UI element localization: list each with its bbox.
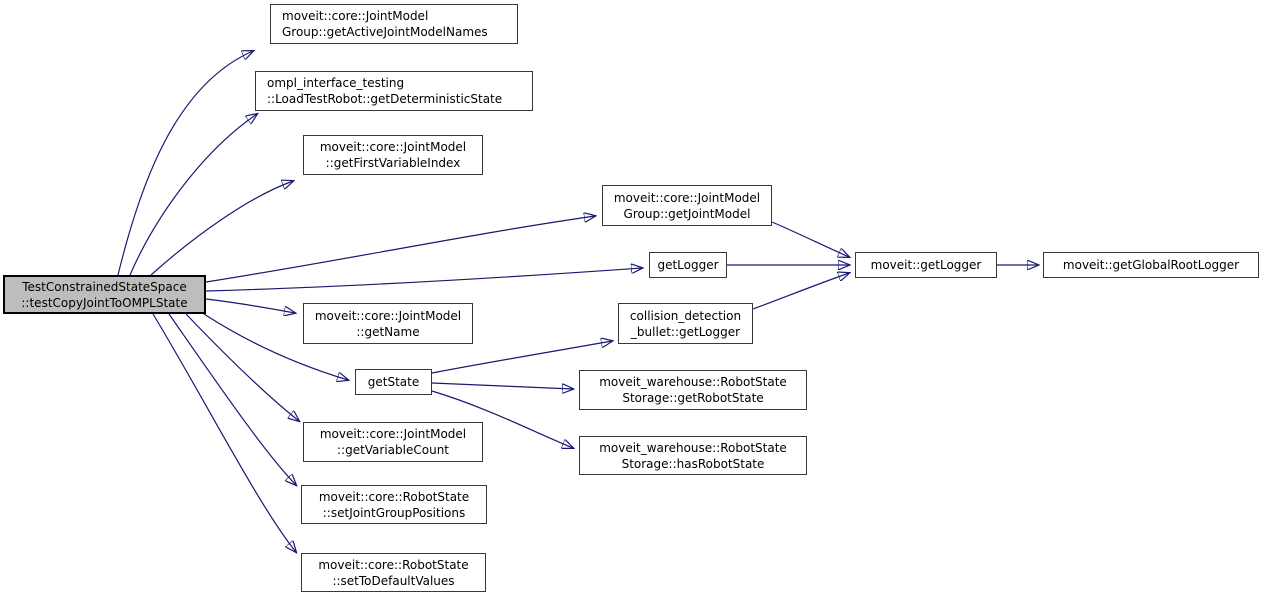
node-label-line: moveit::core::JointModel <box>613 190 761 205</box>
node-get-first-variable-index[interactable]: moveit::core::JointModel ::getFirstVaria… <box>303 135 483 175</box>
node-label-line: ::setToDefaultValues <box>332 573 455 588</box>
node-collision-detection-bullet-get-logger[interactable]: collision_detection _bullet::getLogger <box>618 303 753 344</box>
node-get-state[interactable]: getState <box>355 369 432 395</box>
node-get-variable-count[interactable]: moveit::core::JointModel ::getVariableCo… <box>303 422 483 462</box>
edge-get-joint-model-to-moveit-get-logger <box>771 221 849 257</box>
edge-root-to-get-deterministic-state <box>129 114 257 276</box>
edge-collision-bullet-get-logger-to-moveit-get-logger <box>752 273 849 310</box>
edge-get-state-to-get-robot-state <box>431 382 573 389</box>
node-label-line: ::testCopyJointToOMPLState <box>21 295 188 310</box>
edge-root-to-get-logger <box>205 268 642 292</box>
edge-root-to-get-first-variable-index <box>150 181 293 276</box>
edge-get-state-to-has-robot-state <box>431 390 573 448</box>
node-test-copy-joint-to-ompl-state: TestConstrainedStateSpace ::testCopyJoin… <box>3 275 206 314</box>
node-moveit-get-logger[interactable]: moveit::getLogger <box>855 252 997 278</box>
edge-root-to-get-name <box>205 298 295 313</box>
node-label-line: moveit::core::RobotState <box>318 489 470 504</box>
node-label-line: moveit::getGlobalRootLogger <box>1062 258 1240 272</box>
node-set-joint-group-positions[interactable]: moveit::core::RobotState ::setJointGroup… <box>301 485 487 524</box>
node-label-line: ompl_interface_testing <box>267 76 405 90</box>
node-label-line: ::setJointGroupPositions <box>322 505 466 520</box>
node-label-line: moveit_warehouse::RobotState <box>599 375 787 389</box>
edge-root-to-set-to-default-values <box>152 313 296 552</box>
node-moveit-get-global-root-logger[interactable]: moveit::getGlobalRootLogger <box>1043 252 1259 278</box>
node-label-line: ::getName <box>356 324 420 339</box>
node-label-line: ::getVariableCount <box>336 443 449 457</box>
node-label-line: moveit::core::JointModel <box>319 427 467 441</box>
node-label-line: moveit_warehouse::RobotState <box>599 440 787 455</box>
node-get-name[interactable]: moveit::core::JointModel ::getName <box>303 303 473 344</box>
node-label-line: moveit::core::JointModel <box>319 140 467 154</box>
node-has-robot-state[interactable]: moveit_warehouse::RobotState Storage::ha… <box>579 436 807 475</box>
node-label-line: collision_detection <box>629 308 742 323</box>
node-label-line: moveit::core::RobotState <box>318 557 469 572</box>
node-label-line: ::getFirstVariableIndex <box>325 156 461 170</box>
node-get-logger[interactable]: getLogger <box>649 252 727 278</box>
node-label-line: moveit::core::JointModel <box>314 308 462 323</box>
node-get-active-joint-model-names[interactable]: moveit::core::JointModel Group::getActiv… <box>270 4 518 44</box>
edge-root-to-get-joint-model <box>205 216 595 283</box>
node-label-line: getState <box>367 375 420 389</box>
node-set-to-default-values[interactable]: moveit::core::RobotState ::setToDefaultV… <box>301 553 486 592</box>
edge-get-state-to-collision-bullet-get-logger <box>431 341 612 374</box>
node-label-line: ::LoadTestRobot::getDeterministicState <box>267 92 503 106</box>
node-label-line: Group::getJointModel <box>623 206 751 221</box>
node-label-line: getLogger <box>657 258 719 272</box>
edge-root-to-get-variable-count <box>185 313 299 421</box>
node-label-line: moveit::core::JointModel <box>282 9 429 23</box>
node-label-line: TestConstrainedStateSpace <box>22 279 187 294</box>
edge-root-to-set-joint-group-positions <box>168 313 296 485</box>
node-get-robot-state[interactable]: moveit_warehouse::RobotState Storage::ge… <box>579 370 807 410</box>
node-label-line: Storage::hasRobotState <box>621 456 765 471</box>
node-label-line: Storage::getRobotState <box>622 391 764 405</box>
edge-root-to-get-state <box>203 313 348 380</box>
node-label-line: Group::getActiveJointModelNames <box>282 25 488 39</box>
node-label-line: moveit::getLogger <box>870 258 982 272</box>
node-label-line: _bullet::getLogger <box>630 324 741 339</box>
edge-root-to-get-active-joint-model-names <box>117 51 253 276</box>
node-get-deterministic-state[interactable]: ompl_interface_testing ::LoadTestRobot::… <box>255 71 533 111</box>
node-get-joint-model[interactable]: moveit::core::JointModel Group::getJoint… <box>602 185 772 226</box>
